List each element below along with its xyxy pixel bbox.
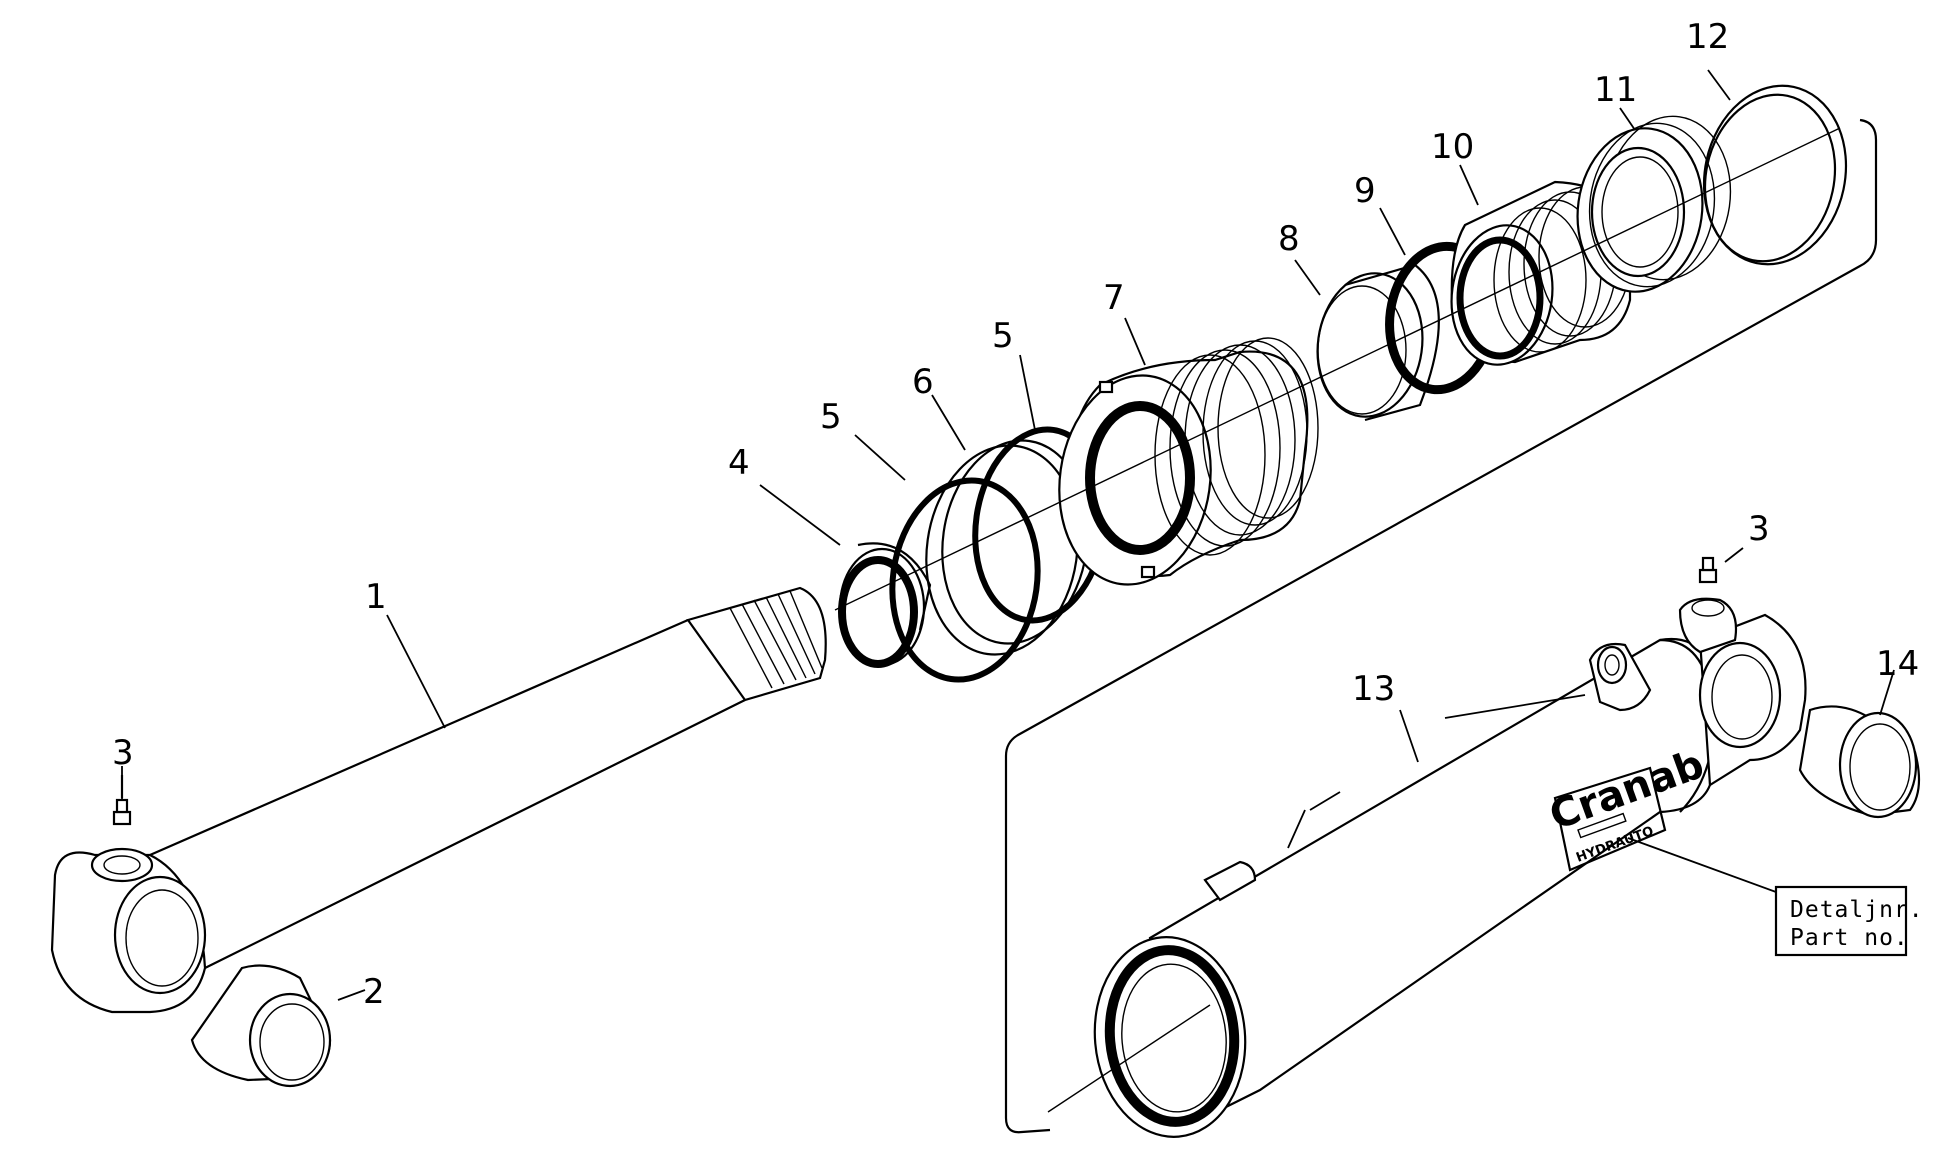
callout-5b: 5	[992, 316, 1014, 356]
callout-12: 12	[1686, 17, 1729, 57]
callout-10: 10	[1431, 127, 1474, 167]
callout-7: 7	[1103, 278, 1125, 318]
part-number-box-line2: Part no.	[1790, 925, 1909, 951]
callout-5a: 5	[820, 397, 842, 437]
callout-11: 11	[1594, 70, 1637, 110]
o-ring-5a	[889, 477, 1041, 683]
bushing-right	[1798, 705, 1921, 819]
grease-nipple-right	[1698, 556, 1718, 584]
center-axis	[834, 127, 1841, 611]
leader-lines	[121, 69, 1895, 1001]
callout-9: 9	[1354, 171, 1376, 211]
cylinder-tube: Cranab HYDRAUTO	[1047, 597, 1807, 1138]
callout-2: 2	[363, 972, 385, 1012]
cylinder-head	[1058, 337, 1319, 586]
callout-3-left: 3	[112, 733, 134, 773]
callout-13: 13	[1352, 669, 1395, 709]
part-number-box: Detaljnr. Part no.	[1774, 885, 1924, 957]
callout-1: 1	[365, 577, 387, 617]
callout-3-right: 3	[1748, 509, 1770, 549]
callout-14: 14	[1876, 644, 1919, 684]
callout-4: 4	[728, 443, 750, 483]
bearing-ring	[1316, 263, 1440, 422]
panel-outline	[1004, 118, 1878, 1134]
bushing-left	[190, 964, 332, 1088]
callout-6: 6	[912, 362, 934, 402]
piston-nut	[1576, 115, 1732, 293]
callout-8: 8	[1278, 219, 1300, 259]
lock-ring	[1702, 84, 1848, 266]
piston-rod	[50, 586, 827, 1014]
part-number-box-line1: Detaljnr.	[1790, 897, 1924, 923]
wiper-ring	[838, 542, 932, 668]
